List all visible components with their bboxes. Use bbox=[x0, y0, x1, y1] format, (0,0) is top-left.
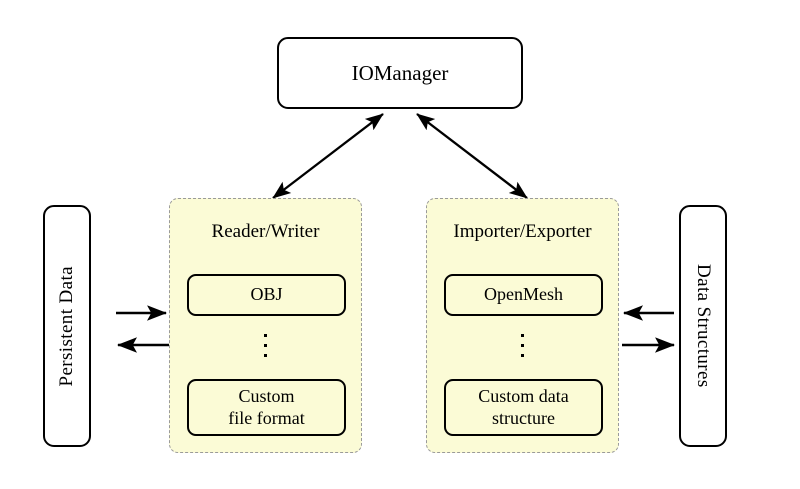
importer-exporter-group-title: Importer/Exporter bbox=[453, 221, 592, 242]
reader-writer-group-title: Reader/Writer bbox=[211, 221, 320, 242]
iomanager-node[interactable]: IOManager bbox=[277, 37, 523, 109]
reader-writer-item-obj-label: OBJ bbox=[250, 284, 283, 305]
arrow-manager-to-reader-writer bbox=[272, 113, 384, 199]
persistent-data-node[interactable]: Persistent Data bbox=[43, 205, 91, 447]
importer-exporter-ellipsis-icon bbox=[427, 334, 618, 357]
data-structures-node[interactable]: Data Structures bbox=[679, 205, 727, 447]
iomanager-label: IOManager bbox=[351, 60, 449, 85]
reader-writer-ellipsis-icon bbox=[170, 334, 361, 357]
arrow-manager-to-importer-exporter bbox=[416, 113, 528, 199]
importer-exporter-item-openmesh[interactable]: OpenMesh bbox=[444, 274, 603, 316]
data-structures-label: Data Structures bbox=[693, 264, 714, 388]
reader-writer-item-obj[interactable]: OBJ bbox=[187, 274, 346, 316]
persistent-data-label: Persistent Data bbox=[56, 265, 77, 387]
importer-exporter-item-openmesh-label: OpenMesh bbox=[484, 284, 563, 305]
